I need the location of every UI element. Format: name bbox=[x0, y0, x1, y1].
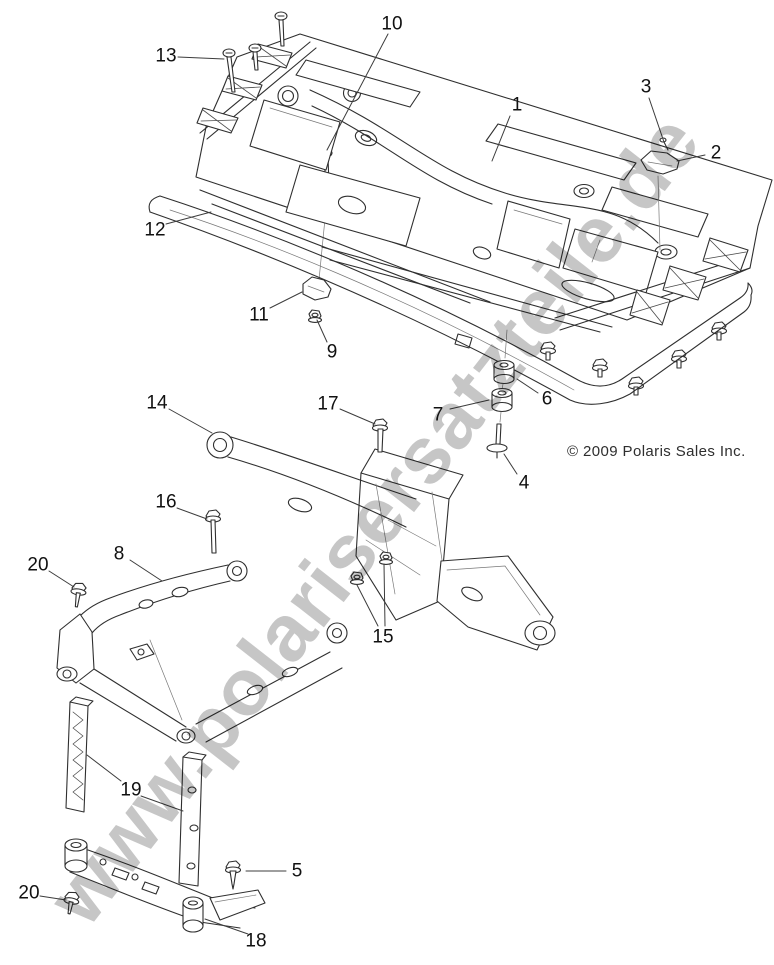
tube-clamp bbox=[302, 276, 332, 323]
flange-bolt bbox=[539, 321, 728, 396]
leader-line-16 bbox=[176, 507, 208, 520]
center-bracket bbox=[355, 448, 556, 651]
callout-label-14: 14 bbox=[146, 392, 168, 414]
leader-lines bbox=[39, 33, 706, 935]
leader-line-11 bbox=[269, 291, 303, 309]
bolt-4 bbox=[486, 423, 508, 459]
callout-label-15: 15 bbox=[372, 626, 394, 648]
leader-line-20b bbox=[39, 895, 67, 901]
leader-line-17 bbox=[339, 408, 376, 425]
bushing-7 bbox=[491, 387, 513, 413]
callout-label-17: 17 bbox=[317, 393, 339, 415]
callout-label-19: 19 bbox=[120, 779, 142, 801]
leader-line-2 bbox=[676, 154, 706, 162]
leader-line-18 bbox=[204, 918, 249, 935]
bolt-16 bbox=[204, 509, 222, 554]
callout-label-1: 1 bbox=[511, 94, 523, 116]
leader-line-15 bbox=[356, 584, 379, 627]
latch-assembly bbox=[640, 137, 680, 251]
leader-line-12 bbox=[165, 211, 212, 225]
callout-label-2: 2 bbox=[710, 142, 722, 164]
leader-line-6 bbox=[516, 378, 539, 394]
mount-stack bbox=[486, 329, 515, 459]
rack-ridge-2 bbox=[311, 105, 493, 205]
leader-line-10 bbox=[326, 33, 389, 151]
leader-line-15 bbox=[383, 563, 386, 627]
bolt-5 bbox=[224, 860, 242, 890]
copyright-notice: © 2009 Polaris Sales Inc. bbox=[567, 443, 746, 460]
bumper-tube bbox=[148, 195, 753, 405]
leader-line-1 bbox=[491, 115, 511, 162]
lower-bracket bbox=[64, 838, 266, 933]
callout-label-20a: 20 bbox=[27, 554, 49, 576]
callout-label-4: 4 bbox=[518, 472, 530, 494]
leader-line-9 bbox=[316, 319, 328, 343]
leader-line-19 bbox=[140, 795, 184, 812]
bolt-17 bbox=[371, 418, 389, 453]
front-apron bbox=[199, 189, 613, 333]
rack-cutouts bbox=[249, 59, 709, 303]
support-strip-right bbox=[178, 751, 207, 887]
support-bracket bbox=[206, 431, 417, 528]
callout-label-3: 3 bbox=[640, 76, 652, 98]
bolt-20-upper bbox=[70, 581, 88, 608]
callout-label-9: 9 bbox=[326, 341, 338, 363]
callout-label-18: 18 bbox=[245, 930, 267, 952]
leader-line-4 bbox=[503, 453, 518, 475]
leader-line-14 bbox=[168, 408, 213, 434]
screw bbox=[222, 11, 288, 93]
sub-frame bbox=[56, 560, 348, 744]
callout-label-13: 13 bbox=[155, 45, 177, 67]
callout-label-11: 11 bbox=[249, 304, 269, 326]
leader-line-8 bbox=[129, 559, 163, 582]
finger-brackets bbox=[554, 237, 751, 331]
callout-label-5: 5 bbox=[291, 860, 303, 882]
support-strip-left bbox=[65, 696, 94, 813]
leader-line-20a bbox=[48, 570, 75, 588]
rack-ridge bbox=[309, 89, 659, 244]
leader-line-19 bbox=[86, 754, 122, 782]
callout-label-8: 8 bbox=[113, 543, 125, 565]
bolt-20-lower bbox=[62, 890, 81, 915]
leader-line-3 bbox=[648, 97, 665, 143]
callout-label-10: 10 bbox=[381, 13, 403, 35]
callout-label-12: 12 bbox=[144, 219, 166, 241]
callout-label-6: 6 bbox=[541, 388, 553, 410]
leader-line-7 bbox=[449, 399, 490, 410]
callout-label-7: 7 bbox=[432, 404, 444, 426]
bushing-6 bbox=[493, 359, 515, 385]
callout-label-16: 16 bbox=[155, 491, 177, 513]
callout-label-20b: 20 bbox=[18, 882, 40, 904]
front-rack bbox=[195, 11, 773, 396]
leader-line-13 bbox=[177, 56, 225, 60]
